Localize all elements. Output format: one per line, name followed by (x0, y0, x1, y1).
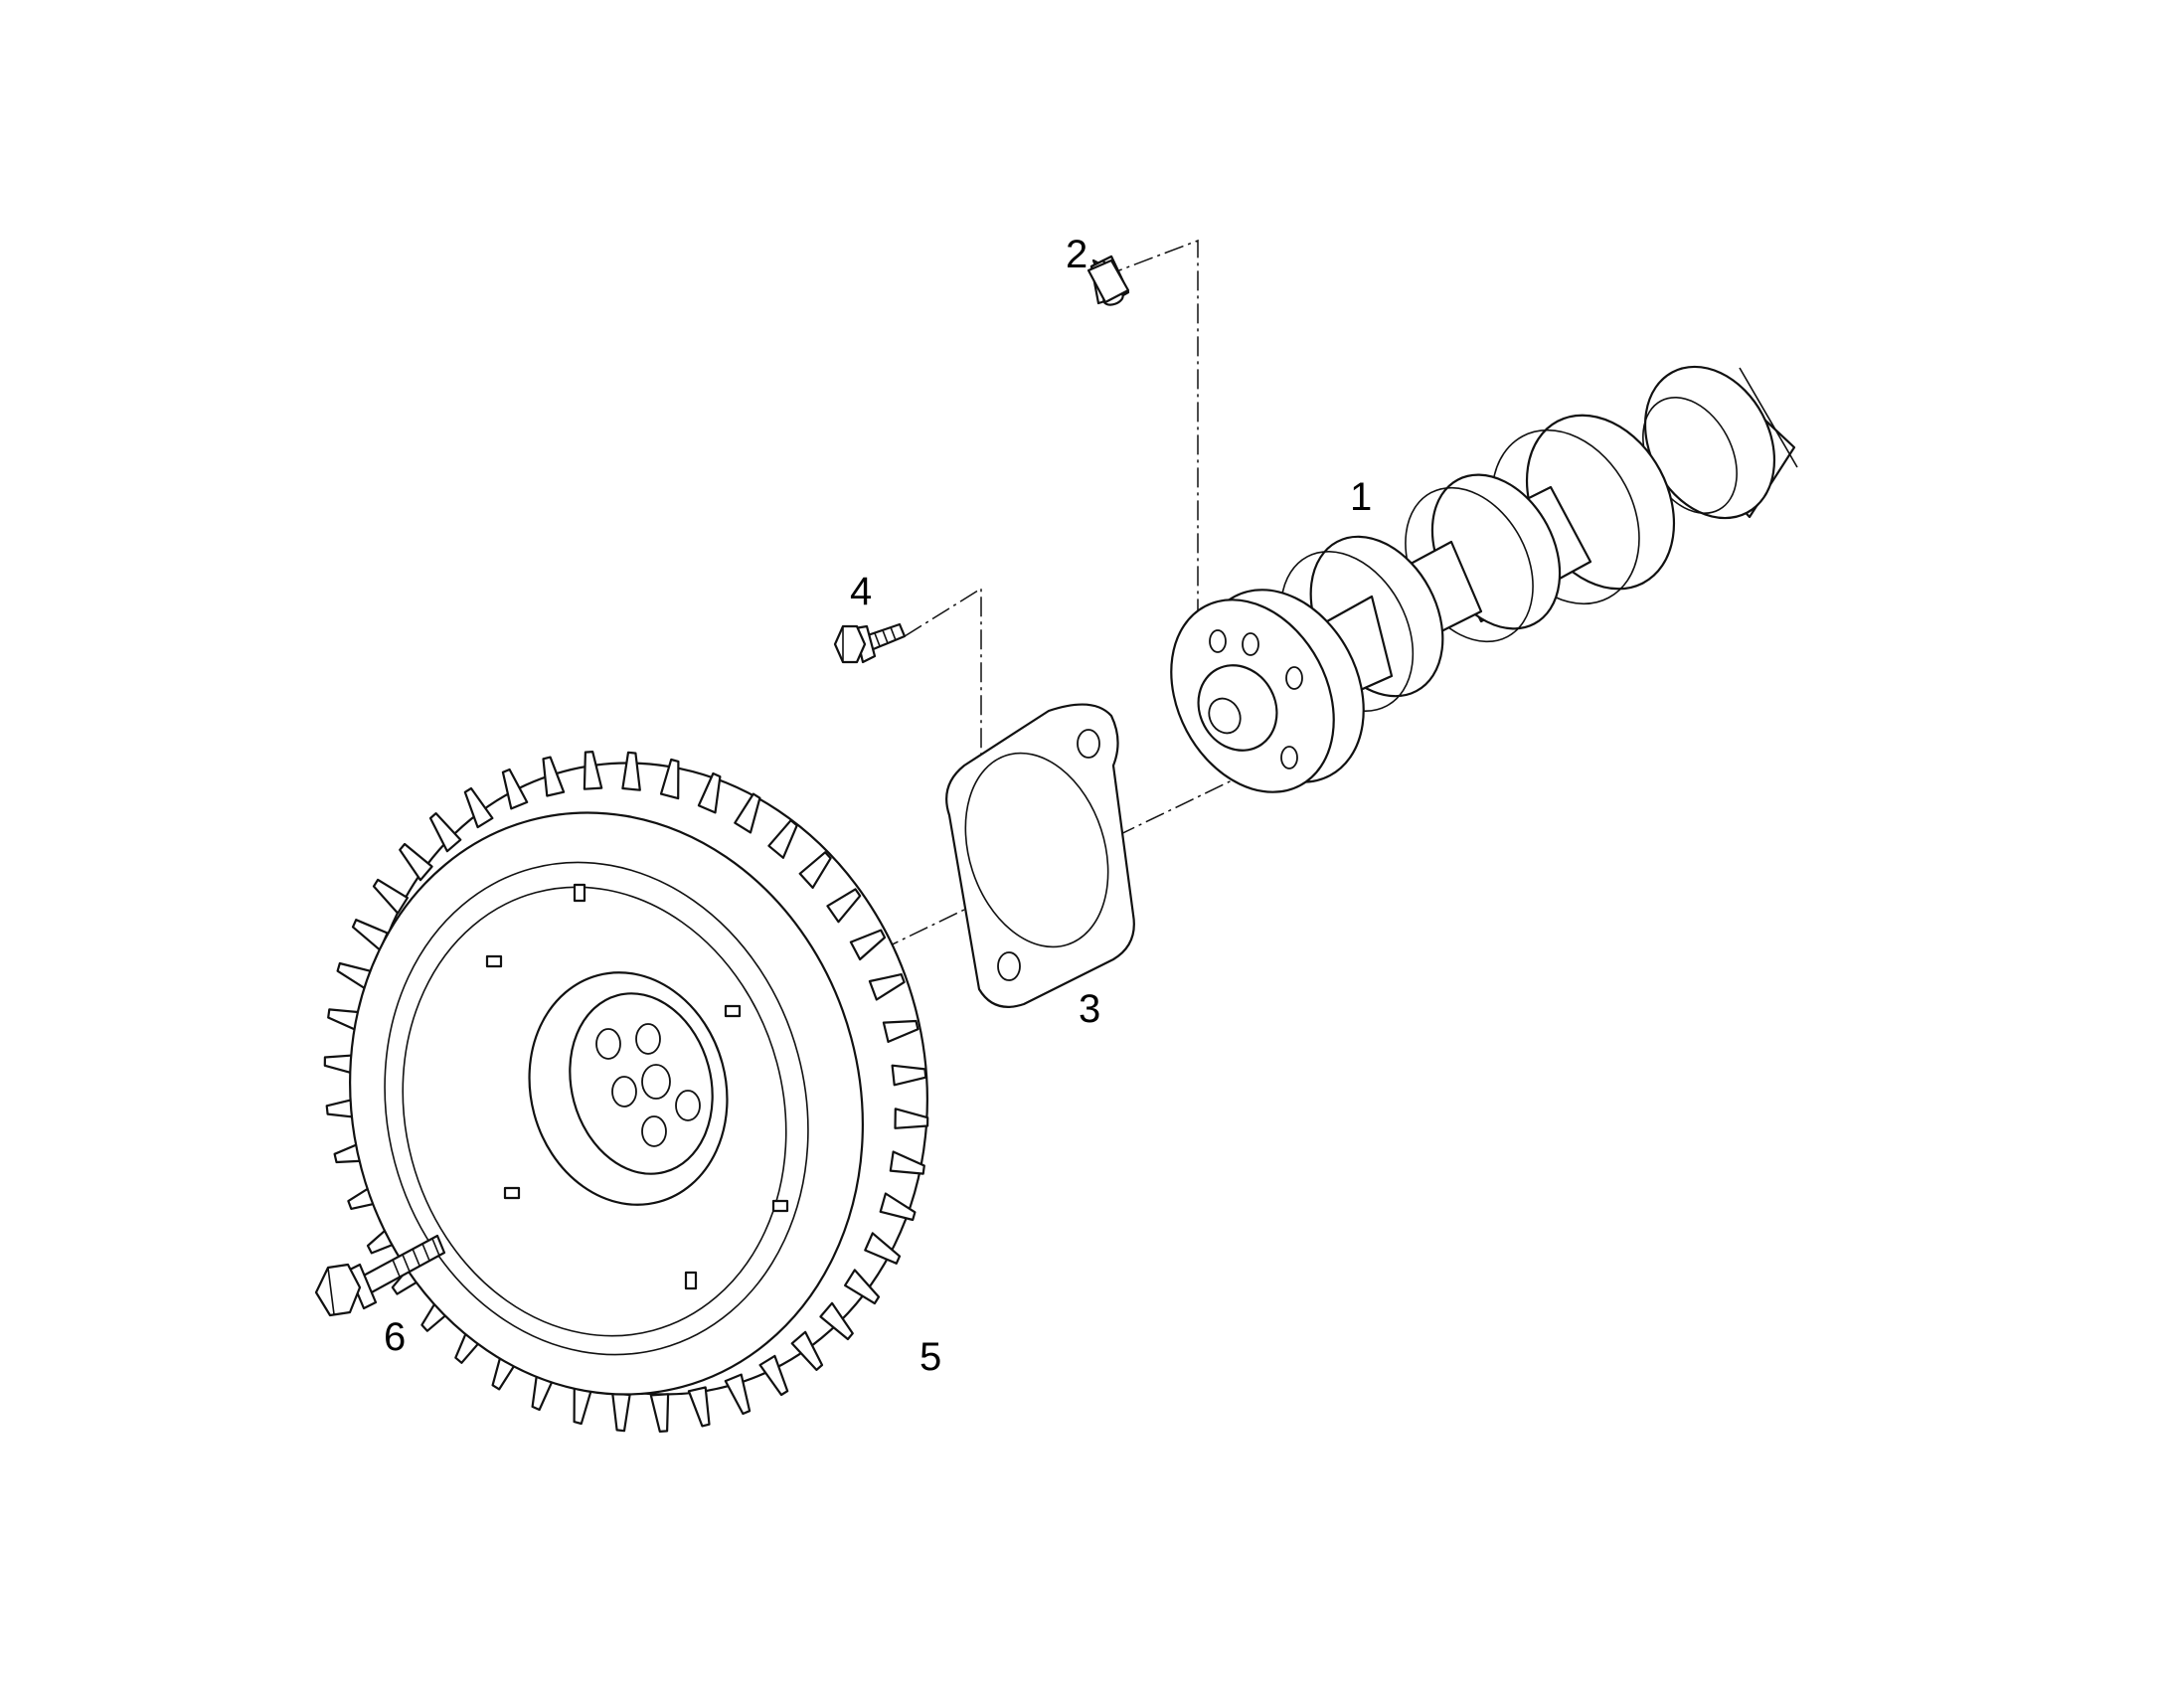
camshaft (1170, 365, 1798, 793)
camshaft-hole-2 (1242, 632, 1259, 656)
gear-tooth (542, 756, 566, 797)
cam-gear-hub-hole-1 (595, 1028, 621, 1060)
cam-gear-hub-hole-4 (675, 1090, 701, 1121)
gear-tooth (767, 819, 798, 859)
callout-gear-bolt: 6 (384, 1315, 407, 1359)
gear-tooth (428, 811, 462, 853)
callout-cam-gear: 5 (919, 1335, 942, 1379)
gear-tooth (724, 1373, 752, 1416)
gear-tooth (734, 792, 761, 834)
dowel-pin (1086, 255, 1130, 306)
gear-tooth (891, 1064, 927, 1087)
gear-tooth (843, 1269, 881, 1305)
dowel-pin-shape (1086, 258, 1130, 304)
gear-tooth (819, 1301, 854, 1341)
dowel-pin-leader (1102, 239, 1224, 683)
gear-tooth (697, 771, 722, 814)
thrust-plate (945, 703, 1135, 1008)
cam-gear-hub-hole-5 (641, 1115, 667, 1147)
cam-gear-hub-hole-3 (611, 1076, 637, 1108)
gear-tooth (583, 750, 603, 790)
cam-gear-tab-lower-right (771, 1199, 789, 1213)
gear-tooth (790, 1330, 824, 1372)
callout-plate-bolt: 4 (850, 570, 873, 613)
gear-tooth (868, 972, 906, 1001)
plate-bolt (833, 622, 907, 664)
camshaft-center-hole (1208, 697, 1242, 735)
gear-bolt-flange (346, 1263, 378, 1310)
gear-tooth (798, 851, 832, 890)
gear-bolt (314, 1234, 446, 1317)
callout-dowel-pin: 2 (1066, 233, 1088, 276)
thrust-plate-hole-bottom (997, 951, 1021, 981)
cam-gear-web-inner (402, 886, 787, 1337)
gear-tooth (864, 1232, 902, 1265)
gear-tooth (463, 786, 494, 829)
camshaft-hole-1 (1209, 629, 1227, 653)
callout-camshaft: 1 (1350, 475, 1373, 519)
gear-tooth (399, 842, 433, 882)
gear-tooth (889, 1150, 925, 1175)
thrust-plate-bore (964, 752, 1109, 948)
gear-tooth (687, 1386, 711, 1428)
cam-gear-tab-lower-left (503, 1186, 521, 1200)
gear-tooth (611, 1392, 631, 1433)
gear-tooth (758, 1354, 789, 1397)
camshaft-hole-3 (1285, 666, 1303, 690)
gear-tooth (879, 1192, 917, 1222)
cam-gear-tab-bottom (684, 1271, 698, 1290)
gear-tooth (621, 751, 641, 791)
cam-gear-tab-left (485, 954, 503, 968)
thrust-plate-outline (945, 703, 1135, 1008)
gear-tooth (649, 1393, 670, 1434)
cam-gear-web-outer (384, 861, 809, 1356)
cam-gear-hub-hole-center (641, 1064, 671, 1100)
gear-tooth (826, 888, 862, 924)
cam-gear-hub-hole-2 (635, 1023, 661, 1055)
gear-tooth (501, 768, 529, 810)
gear-tooth (659, 758, 680, 800)
cam-gear-tab-top (573, 883, 586, 903)
gear-tooth (894, 1108, 929, 1129)
cam-gear (323, 750, 929, 1434)
cam-gear-tab-right (724, 1004, 742, 1018)
plate-bolt-head (833, 624, 867, 664)
gear-bolt-threads (392, 1238, 440, 1278)
gear-tooth (849, 929, 887, 961)
thrust-plate-hole-top (1077, 729, 1100, 759)
gear-tooth (372, 878, 409, 915)
callout-thrust-plate: 3 (1079, 987, 1101, 1031)
gear-tooth (882, 1019, 919, 1044)
camshaft-hole-4 (1280, 746, 1298, 769)
